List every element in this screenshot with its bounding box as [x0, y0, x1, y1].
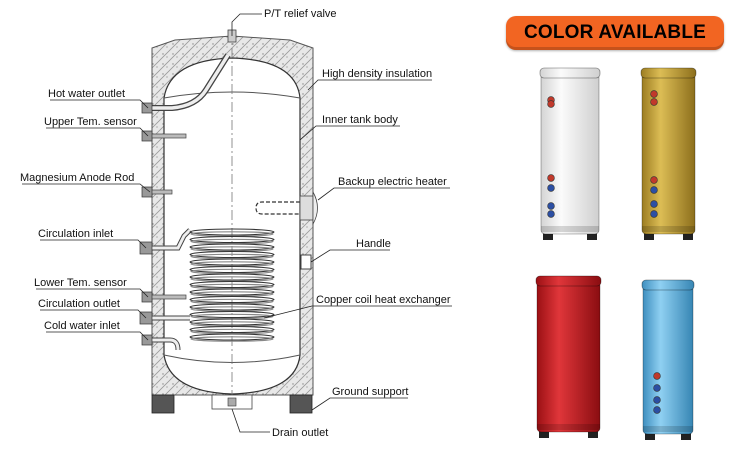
- tank-variant-gold: [640, 67, 697, 240]
- copper-coil: [189, 228, 275, 342]
- tank-body: [642, 285, 694, 435]
- label-cold-water-inlet: Cold water inlet: [44, 320, 120, 332]
- tank-port: [653, 396, 661, 404]
- tank-variant-red: [535, 275, 602, 438]
- tank-cap: [539, 67, 601, 79]
- coil-turn: [189, 250, 275, 259]
- coil-turn: [189, 295, 275, 304]
- tank-base-ring: [541, 226, 599, 232]
- tank-body: [536, 281, 601, 433]
- tank-cap: [641, 279, 695, 291]
- coil-turn: [189, 318, 275, 326]
- diagram-labels: P/T relief valve Hot water outlet Upper …: [20, 8, 451, 439]
- coil-turn: [189, 228, 275, 236]
- label-insulation: High density insulation: [322, 68, 432, 80]
- tank-body: [641, 73, 696, 235]
- coil-turn: [189, 235, 275, 244]
- tank-foot: [645, 432, 655, 440]
- tank-base-ring: [537, 424, 600, 430]
- tank-port: [547, 210, 555, 218]
- coil-turn: [189, 325, 275, 334]
- coil-turn: [189, 280, 275, 289]
- tank-port: [653, 406, 661, 414]
- coil-turn: [189, 265, 275, 274]
- tank-base-ring: [642, 226, 695, 232]
- color-variants: [535, 67, 697, 440]
- tank-port: [653, 372, 661, 380]
- tank-foot: [543, 232, 553, 240]
- coil-turn: [189, 303, 275, 311]
- coil-turn-shadow: [190, 336, 274, 342]
- coil-turn: [189, 258, 275, 266]
- label-handle: Handle: [356, 238, 391, 250]
- label-pt-relief-valve: P/T relief valve: [264, 8, 337, 20]
- label-backup-heater: Backup electric heater: [338, 176, 447, 188]
- tank-variant-blue: [641, 279, 695, 440]
- tank-port: [650, 210, 658, 218]
- label-anode-rod: Magnesium Anode Rod: [20, 172, 134, 184]
- tank-port: [650, 90, 658, 98]
- tank-port: [547, 100, 555, 108]
- label-upper-sensor: Upper Tem. sensor: [44, 116, 137, 128]
- label-drain-outlet: Drain outlet: [272, 427, 328, 439]
- tank-port: [653, 384, 661, 392]
- tank-foot: [588, 430, 598, 438]
- tank-port: [650, 200, 658, 208]
- tank-foot: [644, 232, 654, 240]
- label-lower-sensor: Lower Tem. sensor: [34, 277, 127, 289]
- tank-foot: [539, 430, 549, 438]
- label-ground-support: Ground support: [332, 386, 408, 398]
- tank-port: [547, 202, 555, 210]
- color-available-badge: COLOR AVAILABLE: [506, 16, 724, 50]
- tank-base-ring: [643, 426, 693, 432]
- tank-port: [650, 186, 658, 194]
- leader-lines: [22, 13, 452, 433]
- tank-cap: [535, 275, 602, 287]
- coil-turn: [189, 288, 275, 296]
- coil-turn: [189, 333, 275, 341]
- color-available-text: COLOR AVAILABLE: [523, 22, 707, 43]
- tank-port: [547, 184, 555, 192]
- label-coil: Copper coil heat exchanger: [316, 294, 451, 306]
- coil-turn: [189, 243, 275, 251]
- tank-cap: [640, 67, 697, 79]
- tank-port: [650, 176, 658, 184]
- tank-foot: [683, 232, 693, 240]
- label-hot-water-outlet: Hot water outlet: [48, 88, 125, 100]
- label-circulation-outlet: Circulation outlet: [38, 298, 120, 310]
- label-inner-tank: Inner tank body: [322, 114, 398, 126]
- tank-foot: [681, 432, 691, 440]
- tank-port: [547, 174, 555, 182]
- tank-section: [139, 29, 318, 414]
- tank-foot: [587, 232, 597, 240]
- coil-turn: [189, 310, 275, 319]
- tank-port: [650, 98, 658, 106]
- tank-variant-white: [539, 67, 601, 240]
- coil-turn: [189, 273, 275, 281]
- label-circulation-inlet: Circulation inlet: [38, 228, 113, 240]
